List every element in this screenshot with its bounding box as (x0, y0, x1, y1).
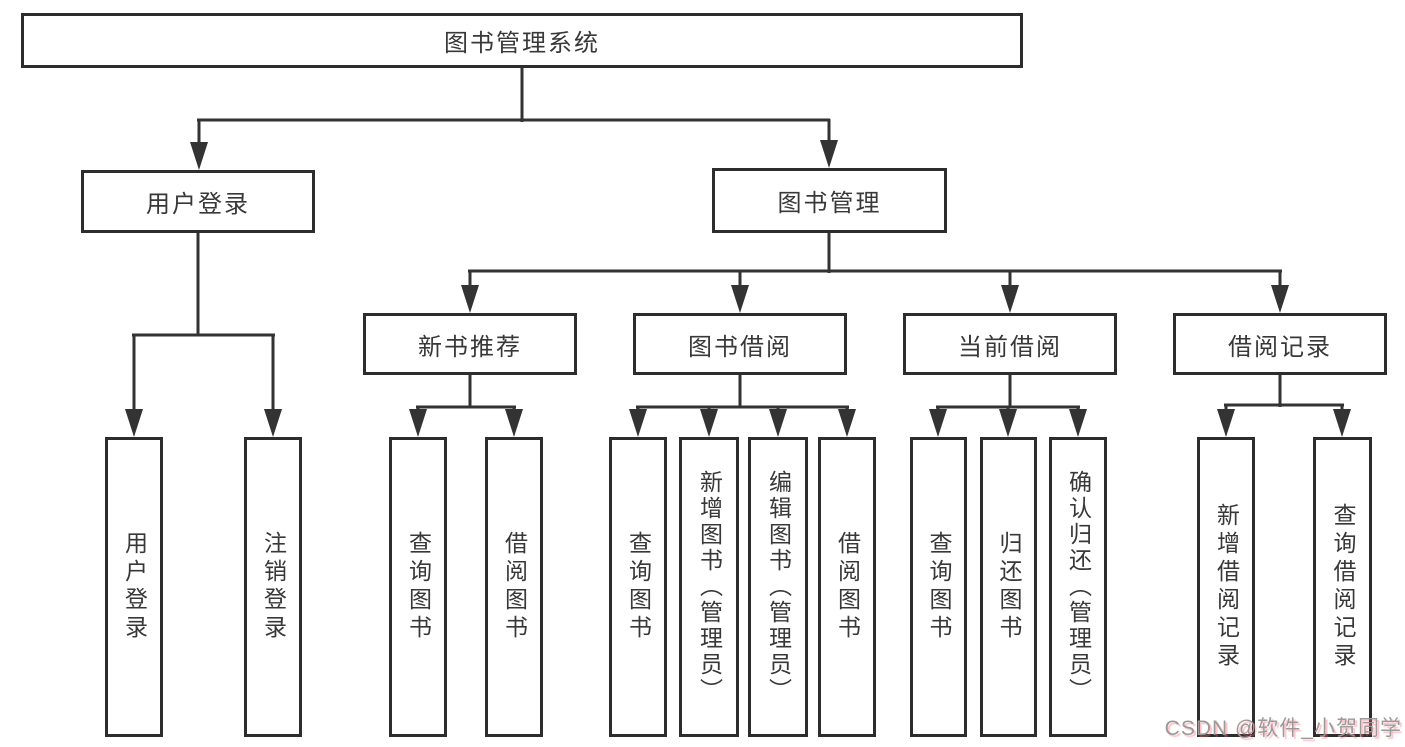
leaf-add-borrow-record: 新增借阅记录 (1197, 437, 1255, 737)
node-book-borrowing: 图书借阅 (633, 313, 847, 375)
leaf-user-login: 用户登录 (105, 437, 163, 737)
leaf-query-books-current: 查询图书 (910, 437, 967, 737)
node-current-borrowing: 当前借阅 (903, 313, 1117, 375)
node-system-root: 图书管理系统 (21, 13, 1023, 68)
node-user-login: 用户登录 (81, 170, 315, 233)
leaf-query-borrow-record: 查询借阅记录 (1313, 437, 1372, 737)
node-new-book-recommendation: 新书推荐 (363, 313, 577, 375)
leaf-borrow-books-recommend: 借阅图书 (485, 437, 543, 737)
leaf-return-books: 归还图书 (980, 437, 1037, 737)
leaf-borrow-books: 借阅图书 (818, 437, 876, 737)
leaf-query-books-borrow: 查询图书 (609, 437, 667, 737)
arrowheads (125, 140, 1351, 437)
leaf-confirm-return-admin: 确认归还（管理员） (1049, 437, 1107, 737)
leaf-logout: 注销登录 (244, 437, 302, 737)
leaf-edit-books-admin: 编辑图书（管理员） (748, 437, 808, 737)
csdn-watermark: CSDN @软件_小贺同学 (1164, 717, 1402, 740)
leaf-add-books-admin: 新增图书（管理员） (679, 437, 739, 737)
leaf-query-books-recommend: 查询图书 (389, 437, 447, 737)
node-borrowing-records: 借阅记录 (1173, 313, 1387, 375)
node-book-management: 图书管理 (712, 168, 947, 233)
